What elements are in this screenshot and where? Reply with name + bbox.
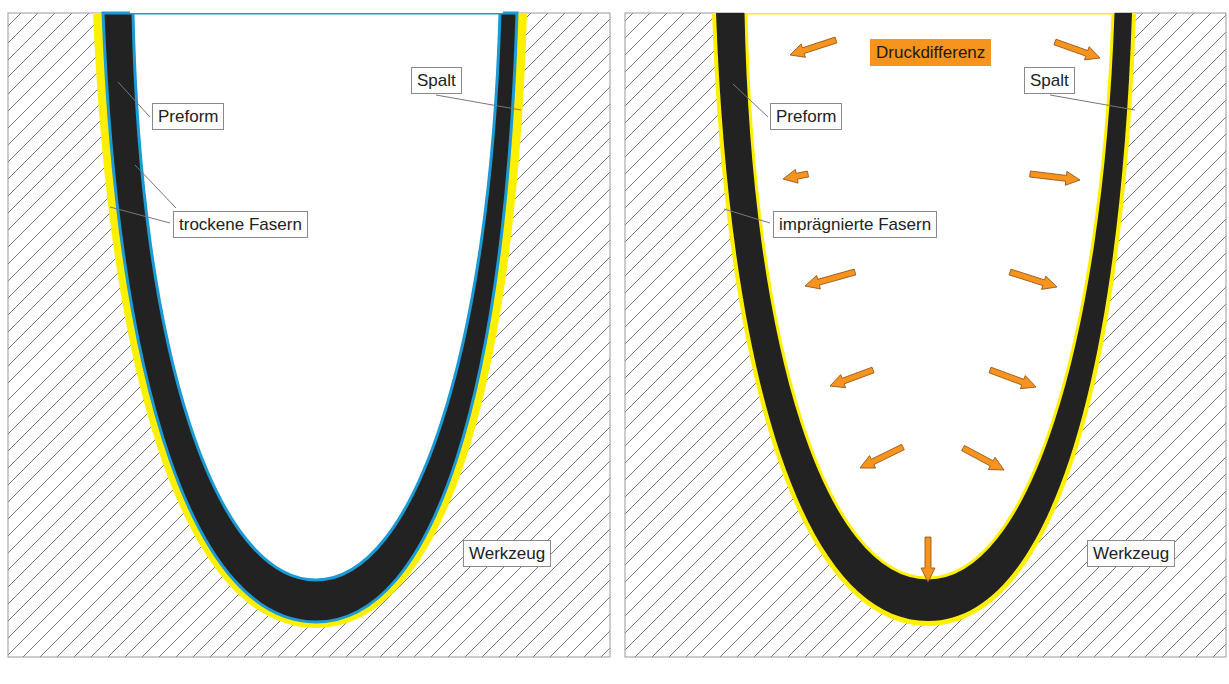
label-box: Preform: [770, 103, 842, 130]
top-cover: [130, 8, 503, 13]
preform: [716, 13, 1132, 621]
cavity: [746, 13, 1113, 578]
label-text: imprägnierte Fasern: [779, 214, 931, 235]
pressure-arrow: [783, 169, 809, 183]
pressure-arrow: [790, 37, 837, 57]
label-box: Druckdifferenz: [870, 39, 991, 66]
pressure-arrow: [921, 537, 935, 582]
label-text: Spalt: [1030, 70, 1069, 91]
tool-hatch: [8, 13, 610, 657]
label-text: Werkzeug: [469, 543, 545, 564]
top-cover: [744, 8, 1115, 13]
pressure-arrow: [989, 367, 1036, 389]
label-box: trockene Fasern: [173, 211, 308, 238]
label-box: Werkzeug: [1087, 540, 1175, 567]
label-text: Spalt: [417, 70, 456, 91]
right-panel: [625, 8, 1226, 657]
label-text: trockene Fasern: [179, 214, 302, 235]
label-box: imprägnierte Fasern: [773, 211, 937, 238]
pressure-arrow: [860, 444, 904, 468]
pressure-arrow: [1009, 269, 1057, 289]
label-text: Druckdifferenz: [876, 42, 985, 63]
left-panel: [8, 8, 610, 657]
pressure-arrow: [962, 445, 1004, 470]
label-text: Preform: [158, 106, 218, 127]
label-box: Werkzeug: [463, 540, 551, 567]
cavity: [133, 13, 500, 580]
gap: [712, 13, 1136, 626]
label-text: Preform: [776, 106, 836, 127]
gap: [93, 13, 527, 628]
label-text: Werkzeug: [1093, 543, 1169, 564]
tool-hatch: [625, 13, 1226, 657]
label-box: Preform: [152, 103, 224, 130]
label-box: Spalt: [1024, 67, 1075, 94]
pressure-arrow: [1030, 171, 1080, 185]
leader-lines: [110, 82, 521, 223]
pressure-arrow: [1054, 39, 1100, 60]
pressure-arrow: [830, 367, 874, 388]
preform: [103, 13, 517, 622]
label-box: Spalt: [411, 67, 462, 94]
leader-lines: [724, 84, 1135, 223]
pressure-arrow: [805, 269, 856, 289]
